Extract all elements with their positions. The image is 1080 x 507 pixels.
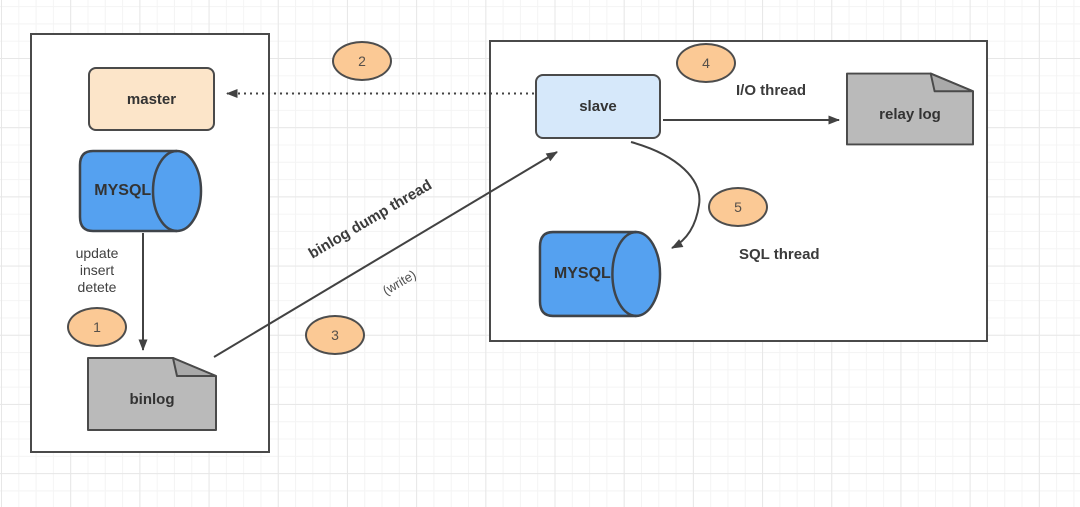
node-slave[interactable]: slave <box>535 74 661 139</box>
node-mysql-slave[interactable]: MYSQL <box>537 230 663 318</box>
badge-step-2[interactable]: 2 <box>332 41 392 81</box>
operations-label[interactable]: update insert detete <box>75 245 119 295</box>
node-mysql-slave-label: MYSQL <box>553 265 611 282</box>
badge-step-5-label: 5 <box>734 199 742 215</box>
binlog-dump-thread-label[interactable]: binlog dump thread <box>305 176 435 262</box>
node-master-label: master <box>126 90 177 108</box>
node-binlog[interactable]: binlog <box>87 357 217 431</box>
badge-step-4-label: 4 <box>702 55 710 71</box>
node-slave-label: slave <box>579 98 617 115</box>
node-relay-log[interactable]: relay log <box>846 72 974 146</box>
document-icon <box>87 357 217 431</box>
node-mysql-master-label: MYSQL <box>94 182 152 199</box>
node-master[interactable]: master <box>88 67 215 131</box>
badge-step-2-label: 2 <box>358 53 366 69</box>
database-cylinder-icon <box>78 149 203 233</box>
badge-step-3[interactable]: 3 <box>305 315 365 355</box>
badge-step-4[interactable]: 4 <box>676 43 736 83</box>
sql-thread-label[interactable]: SQL thread <box>739 246 820 263</box>
io-thread-label[interactable]: I/O thread <box>736 82 807 99</box>
badge-step-5[interactable]: 5 <box>708 187 768 227</box>
badge-step-1[interactable]: 1 <box>67 307 127 347</box>
document-icon <box>846 72 974 146</box>
node-mysql-master[interactable]: MYSQL <box>77 149 204 233</box>
badge-step-3-label: 3 <box>331 327 339 343</box>
write-label[interactable]: (write) <box>379 266 419 298</box>
badge-step-1-label: 1 <box>93 319 101 335</box>
database-cylinder-icon <box>538 230 662 318</box>
